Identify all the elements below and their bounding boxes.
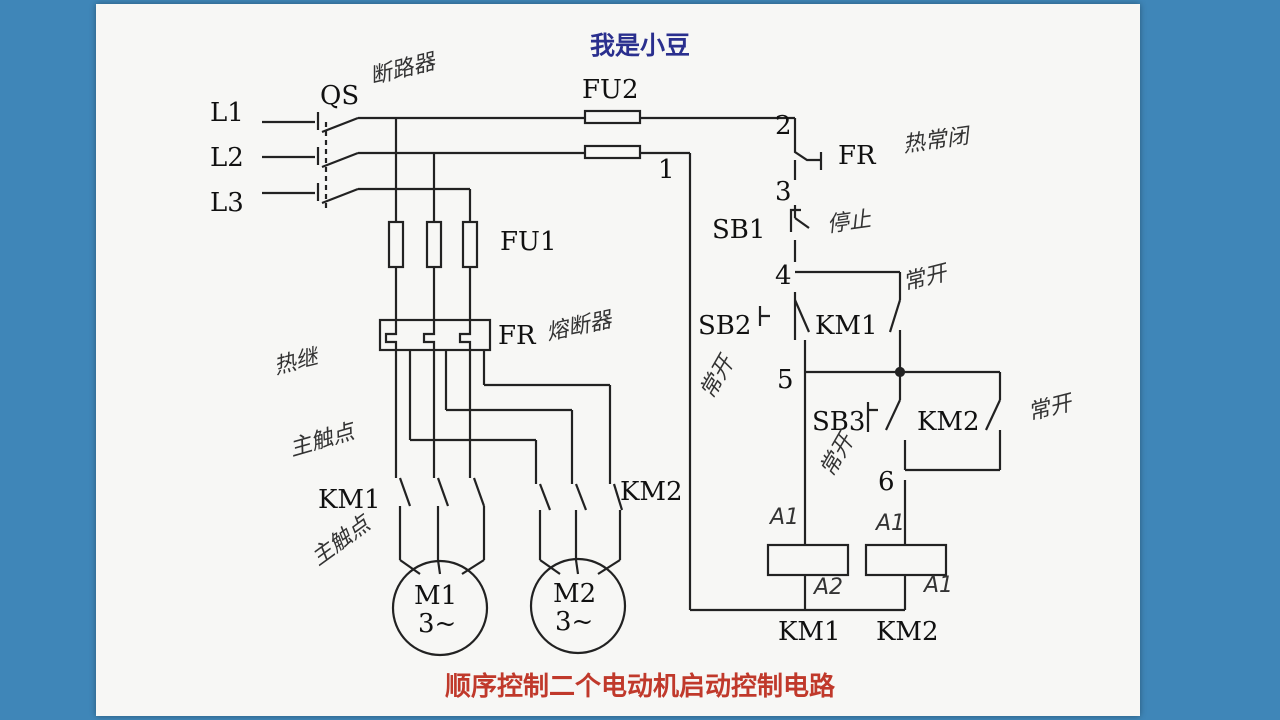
label-m2-phase: 3~ (555, 607, 593, 637)
label-km1-aux: KM1 (815, 311, 878, 341)
label-fu1: FU1 (500, 227, 557, 257)
note-km2: 常开 (1025, 390, 1077, 426)
label-node-4: 4 (775, 261, 792, 291)
note-contact: 主触点 (287, 419, 360, 462)
label-m1: M1 (414, 581, 457, 611)
label-qs: QS (320, 81, 359, 111)
label-l1: L1 (210, 98, 244, 128)
note-km1-contact: 主触点 (307, 510, 378, 571)
label-sb1: SB1 (712, 215, 765, 245)
note-fu1: 熔断器 (544, 307, 616, 346)
label-km2-aux: KM2 (917, 407, 980, 437)
note-coil1-a2: A2 (812, 575, 843, 600)
label-coil-km2: KM2 (876, 617, 939, 647)
label-km2-main: KM2 (620, 477, 683, 507)
label-node-6: 6 (878, 467, 895, 497)
top-title: 我是小豆 (589, 31, 690, 60)
label-km1-main: KM1 (318, 485, 381, 515)
label-sb2: SB2 (698, 311, 751, 341)
label-l2: L2 (210, 143, 244, 173)
label-fu2: FU2 (582, 75, 639, 105)
label-node-2: 2 (775, 111, 792, 141)
bottom-title: 顺序控制二个电动机启动控制电路 (444, 672, 835, 702)
note-coil1-a1: A1 (768, 505, 799, 530)
note-sb2: 常开 (696, 350, 741, 403)
wires (262, 109, 1002, 657)
label-node-5: 5 (777, 365, 794, 395)
label-m1-phase: 3~ (418, 609, 456, 639)
note-qs: 断路器 (367, 49, 439, 90)
note-coil2-a2: A1 (922, 573, 953, 598)
label-sb3: SB3 (812, 407, 865, 437)
note-fr-main: 热继 (271, 344, 323, 380)
label-coil-km1: KM1 (778, 617, 841, 647)
label-fr-main: FR (498, 321, 537, 351)
label-l3: L3 (210, 188, 244, 218)
note-coil2-a1: A1 (874, 511, 905, 536)
label-m2: M2 (553, 579, 596, 609)
note-km1: 常开 (900, 260, 952, 296)
label-node-1: 1 (658, 155, 675, 185)
note-sb1: 停止 (825, 207, 873, 238)
label-fr-ctrl: FR (838, 141, 877, 171)
note-fr-ctrl: 热常闭 (901, 124, 973, 158)
label-node-3: 3 (775, 177, 792, 207)
